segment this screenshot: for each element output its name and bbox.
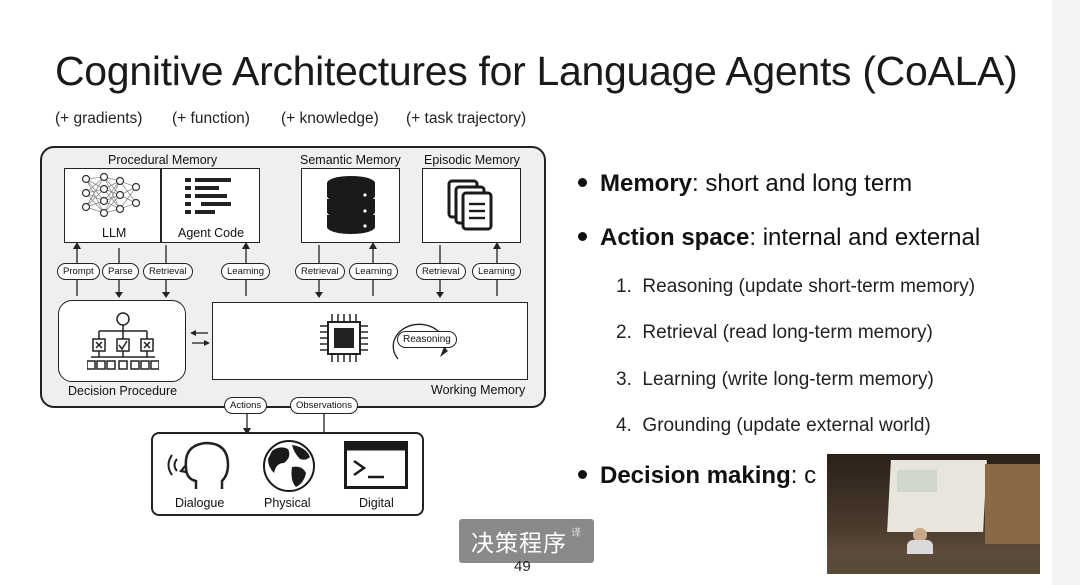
learning-pill-procedural: Learning bbox=[221, 263, 270, 280]
annotation-knowledge: (+ knowledge) bbox=[281, 110, 379, 127]
digital-label: Digital bbox=[359, 496, 394, 510]
bullet-decision-making-bold: Decision making bbox=[600, 462, 791, 489]
subitem-grounding: 4. Grounding (update external world) bbox=[616, 415, 931, 437]
bullet-memory: Memory: short and long term bbox=[578, 170, 912, 198]
subitem-text: Retrieval (read long-term memory) bbox=[642, 322, 933, 343]
database-icon bbox=[327, 176, 375, 234]
retrieval-pill-procedural: Retrieval bbox=[143, 263, 193, 280]
speaker-video-thumbnail[interactable] bbox=[827, 454, 1040, 574]
dialogue-label: Dialogue bbox=[175, 496, 225, 510]
actions-pill: Actions bbox=[224, 397, 268, 414]
subitem-text: Grounding (update external world) bbox=[642, 415, 931, 436]
physical-label: Physical bbox=[264, 496, 311, 510]
procedural-memory-label: Procedural Memory bbox=[108, 153, 218, 167]
subitem-text: Reasoning (update short-term memory) bbox=[642, 276, 976, 297]
subitem-number: 1. bbox=[616, 276, 632, 297]
annotation-task-trajectory: (+ task trajectory) bbox=[406, 110, 527, 127]
annotation-gradients: (+ gradients) bbox=[55, 110, 143, 127]
subitem-number: 3. bbox=[616, 369, 632, 390]
bullet-dot bbox=[578, 232, 587, 242]
procedural-divider bbox=[160, 168, 162, 243]
decision-procedure-label: Decision Procedure bbox=[68, 384, 178, 398]
bullet-dot bbox=[578, 178, 587, 188]
floor bbox=[827, 554, 1040, 574]
subtitle-text: 决策程序 bbox=[471, 530, 567, 556]
subitem-retrieval: 2. Retrieval (read long-term memory) bbox=[616, 322, 933, 344]
wooden-wall bbox=[985, 464, 1040, 544]
bullet-action-space: Action space: internal and external bbox=[578, 224, 980, 252]
parse-pill: Parse bbox=[102, 263, 139, 280]
subitem-number: 2. bbox=[616, 322, 632, 343]
bullet-decision-making: Decision making: c bbox=[578, 462, 816, 490]
retrieval-pill-semantic: Retrieval bbox=[295, 263, 345, 280]
documents-icon bbox=[447, 179, 493, 231]
page-number: 49 bbox=[514, 558, 531, 575]
terminal-icon bbox=[344, 441, 408, 489]
subitem-reasoning: 1. Reasoning (update short-term memory) bbox=[616, 276, 975, 298]
llm-label: LLM bbox=[102, 226, 127, 240]
slide-title: Cognitive Architectures for Language Age… bbox=[55, 48, 1018, 94]
translate-mark: 译 bbox=[571, 527, 582, 539]
semantic-memory-label: Semantic Memory bbox=[300, 153, 401, 167]
decision-working-arrows bbox=[190, 330, 210, 346]
bullet-action-space-bold: Action space bbox=[600, 224, 750, 251]
subitem-learning: 3. Learning (write long-term memory) bbox=[616, 369, 934, 391]
speaker-head bbox=[913, 528, 927, 542]
annotation-function: (+ function) bbox=[172, 110, 250, 127]
subtitle-caption: 决策程序 译 bbox=[459, 519, 594, 563]
subitem-number: 4. bbox=[616, 415, 632, 436]
working-memory-label: Working Memory bbox=[431, 383, 526, 397]
working-memory-box bbox=[212, 302, 528, 380]
decision-tree-icon bbox=[87, 312, 159, 370]
bullet-memory-rest: : short and long term bbox=[692, 170, 913, 197]
agent-code-icon bbox=[185, 178, 231, 214]
learning-pill-episodic: Learning bbox=[472, 263, 521, 280]
right-edge-bar bbox=[1052, 0, 1080, 585]
episodic-memory-label: Episodic Memory bbox=[424, 153, 520, 167]
observations-pill: Observations bbox=[290, 397, 358, 414]
agent-code-label: Agent Code bbox=[178, 226, 245, 240]
reasoning-pill: Reasoning bbox=[397, 331, 457, 348]
head-speaking-icon bbox=[167, 441, 230, 489]
processor-icon bbox=[320, 314, 368, 362]
bullet-action-space-rest: : internal and external bbox=[749, 224, 981, 251]
prompt-pill: Prompt bbox=[57, 263, 100, 280]
projected-slide bbox=[897, 470, 937, 492]
subitem-text: Learning (write long-term memory) bbox=[642, 369, 934, 390]
bullet-decision-making-rest: : c bbox=[790, 462, 817, 489]
bullet-memory-bold: Memory bbox=[600, 170, 693, 197]
learning-pill-semantic: Learning bbox=[349, 263, 398, 280]
retrieval-pill-episodic: Retrieval bbox=[416, 263, 466, 280]
globe-icon bbox=[263, 440, 315, 492]
neural-network-icon bbox=[81, 172, 141, 218]
bullet-dot bbox=[578, 470, 587, 480]
